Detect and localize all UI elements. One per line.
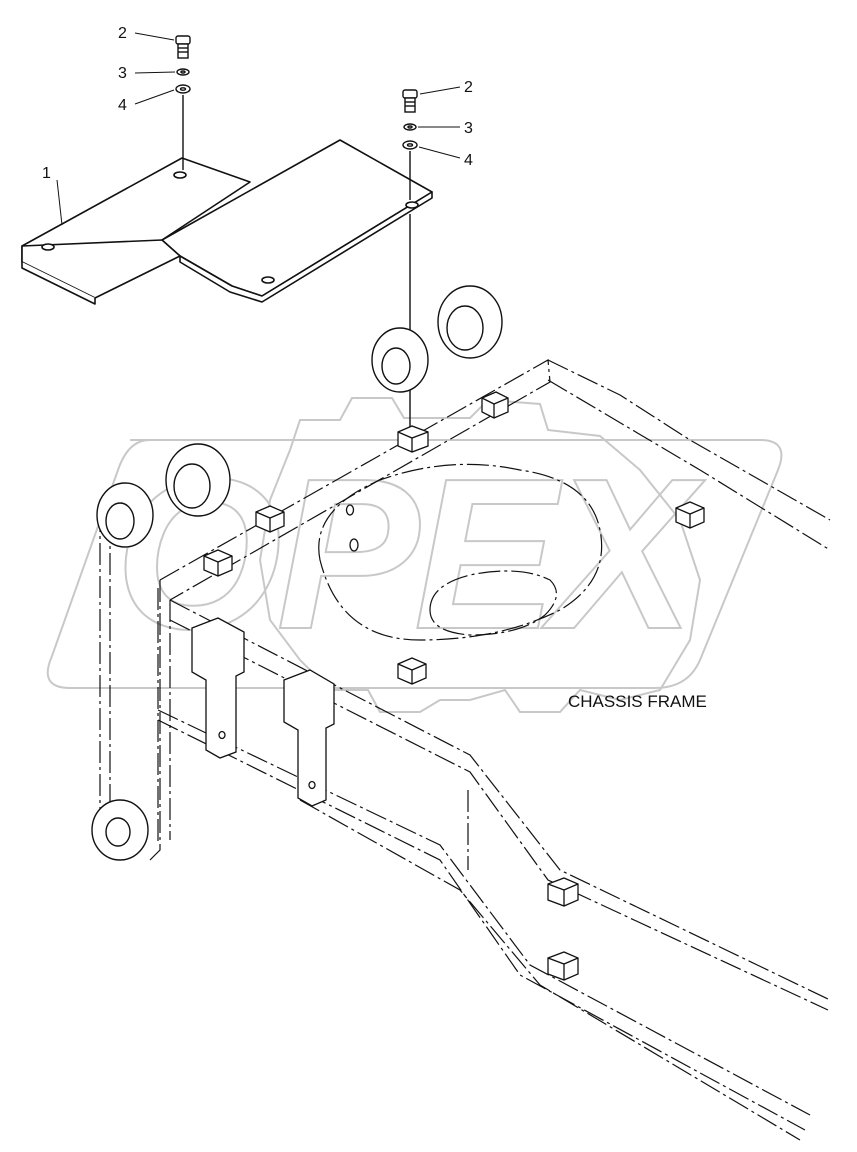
pad: [675, 501, 705, 529]
callouts: 1 2 3 4 2 3 4: [42, 25, 473, 182]
cover-plate: [21, 139, 433, 305]
pad: [547, 951, 579, 981]
watermark-badge: [46, 439, 783, 689]
bolt-left: [175, 35, 191, 59]
callout-2-right: 2: [464, 79, 473, 96]
mounting-pads: [203, 391, 705, 981]
pad: [397, 657, 427, 685]
bolt-right: [402, 89, 418, 113]
callout-3-left: 3: [118, 65, 127, 82]
fastener-stack-left: [175, 35, 191, 170]
callout-1: 1: [42, 165, 51, 182]
callout-4-right: 4: [464, 152, 473, 169]
fastener-stack-right: [402, 89, 418, 430]
pad: [547, 877, 579, 907]
callout-4-left: 4: [118, 97, 127, 114]
frame-lugs: [91, 285, 503, 861]
frame-brackets: [191, 504, 359, 807]
pad: [397, 425, 429, 453]
watermark-gear: [258, 397, 702, 713]
callout-2-left: 2: [118, 25, 127, 42]
leader-lines: [56, 32, 461, 226]
pad: [481, 391, 509, 419]
callout-3-right: 3: [464, 120, 473, 137]
chassis-frame-label: CHASSIS FRAME: [568, 692, 707, 711]
pad: [203, 549, 233, 577]
pad: [255, 505, 285, 533]
